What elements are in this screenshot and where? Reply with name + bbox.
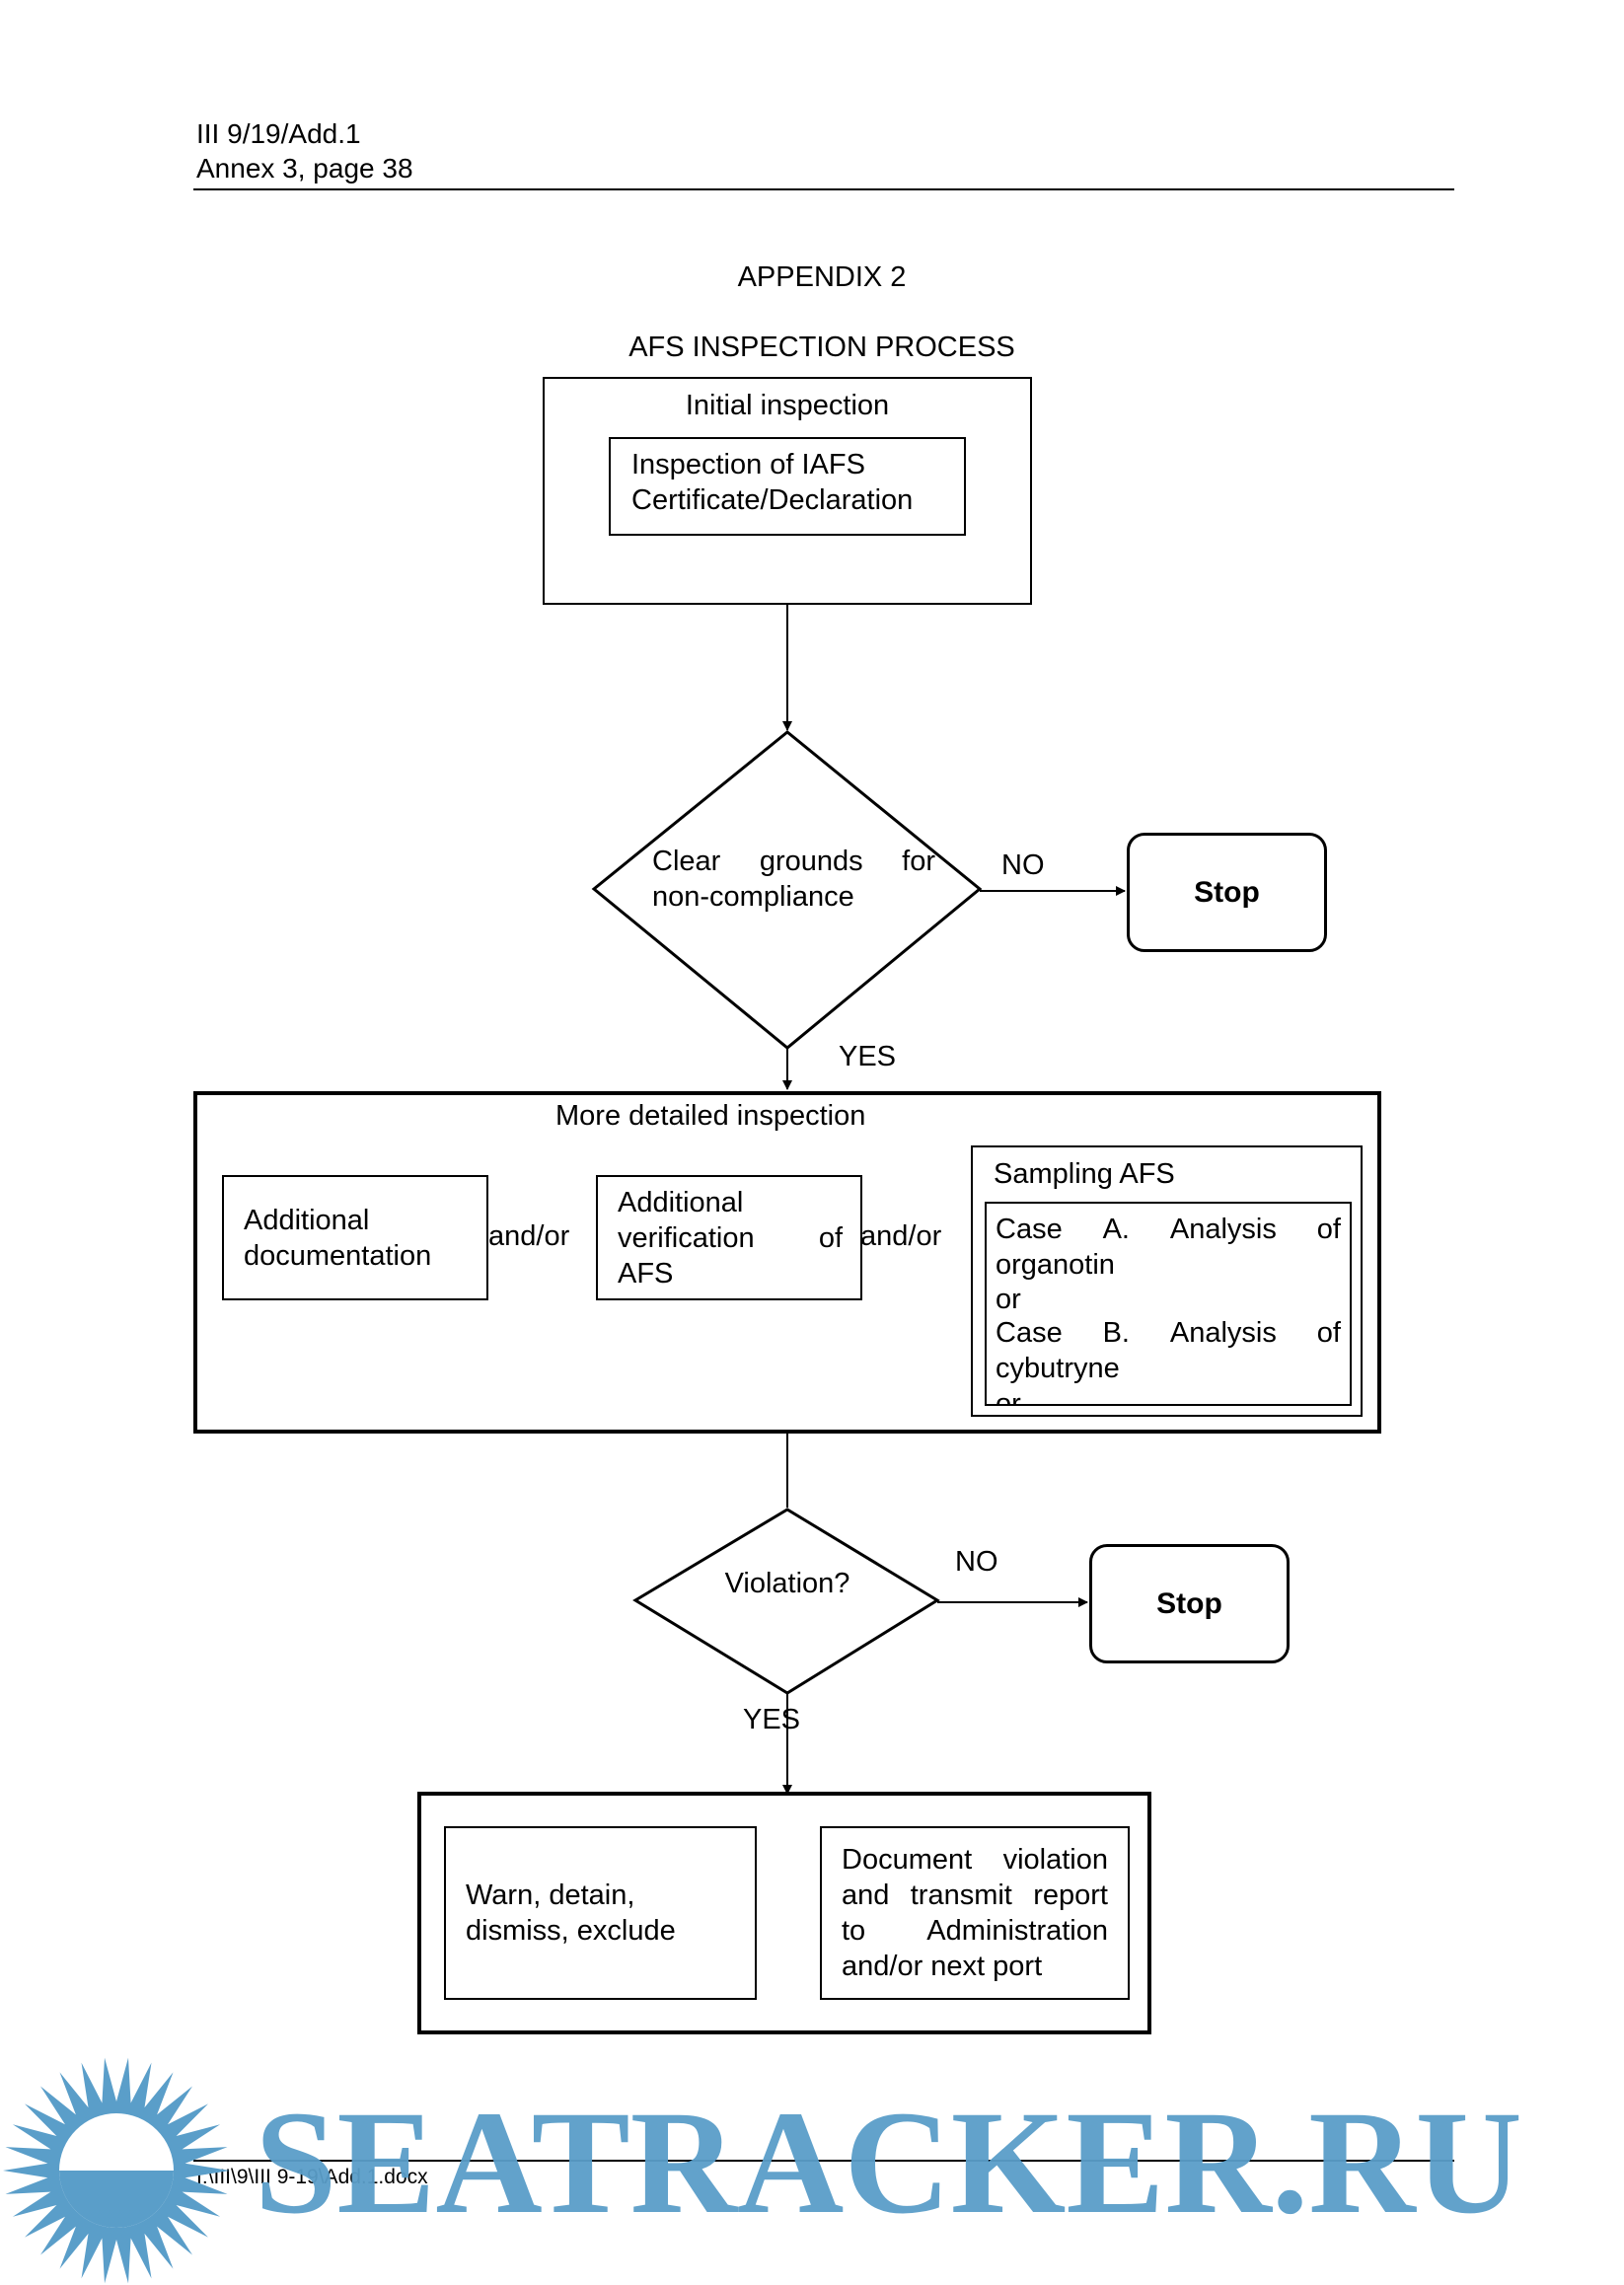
decision-1-yes-label: YES bbox=[839, 1041, 897, 1072]
warn-detain-line-1: Warn, detain, bbox=[466, 1880, 635, 1911]
document-violation-line-3: to Administration bbox=[842, 1915, 1108, 1947]
document-violation-box bbox=[820, 1826, 1130, 2000]
footer-rule bbox=[193, 2160, 1454, 2162]
sampling-afs-box bbox=[971, 1145, 1363, 1417]
decision-2-yes-label: YES bbox=[743, 1704, 801, 1735]
verification-line-3: AFS bbox=[618, 1258, 674, 1290]
decision-2-label: Violation? bbox=[724, 1568, 850, 1599]
decision-1-no-label: NO bbox=[1001, 849, 1045, 881]
warn-detain-line-2: dismiss, exclude bbox=[466, 1915, 676, 1947]
and-or-label-1: and/or bbox=[488, 1220, 570, 1252]
outcome-box bbox=[417, 1792, 1151, 2034]
document-reference: III 9/19/Add.1 bbox=[196, 118, 361, 149]
iafs-certificate-box bbox=[609, 437, 966, 536]
warn-detain-box bbox=[444, 1826, 757, 2000]
sampling-afs-title: Sampling AFS bbox=[994, 1158, 1175, 1190]
verification-line-1: Additional bbox=[618, 1187, 744, 1218]
stop-box-1: Stop bbox=[1127, 833, 1327, 952]
header-rule bbox=[193, 188, 1454, 190]
document-violation-line-4: and/or next port bbox=[842, 1951, 1043, 1982]
sampling-cases-box: Case A. Analysis of organotin or Case B.… bbox=[985, 1202, 1352, 1406]
footer-file-path: I:\III\9\III 9-19\Add.1.docx bbox=[196, 2166, 428, 2188]
detailed-inspection-box bbox=[193, 1091, 1381, 1434]
decision-2-no-label: NO bbox=[955, 1546, 998, 1578]
iafs-line-1: Inspection of IAFS bbox=[631, 449, 865, 480]
decision-1-line-1: Clear grounds for bbox=[652, 846, 935, 877]
additional-documentation-line-2: documentation bbox=[244, 1240, 432, 1272]
watermark-text: SEATRACKER.RU bbox=[255, 2081, 1522, 2245]
initial-inspection-title: Initial inspection bbox=[685, 390, 890, 421]
appendix-title: APPENDIX 2 bbox=[737, 261, 907, 293]
additional-documentation-box bbox=[222, 1175, 488, 1300]
additional-documentation-line-1: Additional bbox=[244, 1205, 370, 1236]
cut-off-line: or bbox=[996, 1388, 1021, 1406]
additional-verification-box bbox=[596, 1175, 862, 1300]
or-label: or bbox=[996, 1284, 1021, 1315]
case-a-line-1: Case A. Analysis of bbox=[996, 1214, 1341, 1245]
decision-1-line-2: non-compliance bbox=[652, 881, 854, 913]
stop-box-2: Stop bbox=[1089, 1544, 1290, 1663]
and-or-label-2: and/or bbox=[860, 1220, 942, 1252]
case-a-line-2: organotin bbox=[996, 1249, 1115, 1281]
process-title: AFS INSPECTION PROCESS bbox=[628, 332, 1015, 363]
decision-diamond-2 bbox=[632, 1508, 940, 1695]
initial-inspection-box bbox=[543, 377, 1032, 605]
document-violation-line-1: Document violation bbox=[842, 1844, 1108, 1876]
document-violation-line-2: and transmit report bbox=[842, 1880, 1108, 1911]
detailed-inspection-title: More detailed inspection bbox=[555, 1100, 866, 1132]
annex-page-label: Annex 3, page 38 bbox=[196, 153, 413, 184]
iafs-line-2: Certificate/Declaration bbox=[631, 484, 914, 516]
verification-line-2: verification of bbox=[618, 1222, 843, 1254]
case-b-line-2: cybutryne bbox=[996, 1353, 1120, 1384]
case-b-line-1: Case B. Analysis of bbox=[996, 1317, 1341, 1349]
